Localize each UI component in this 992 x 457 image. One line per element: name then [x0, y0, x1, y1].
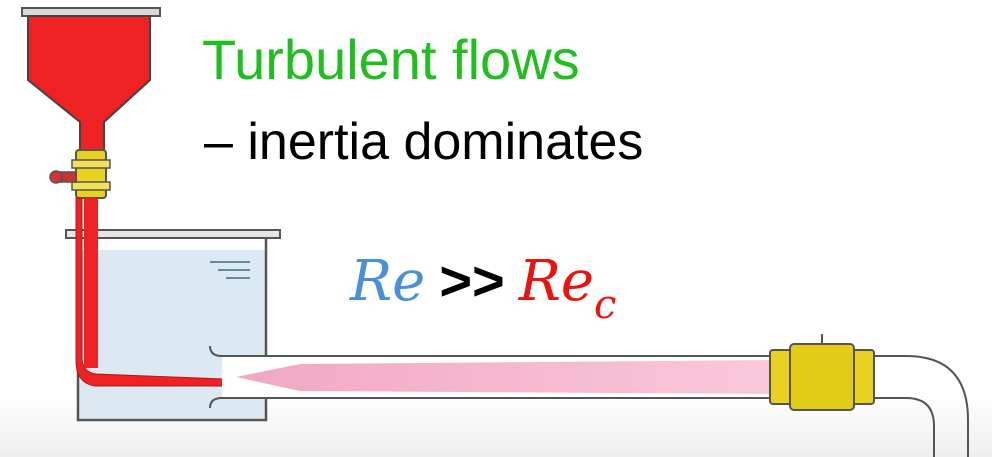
- much-greater-operator: >>: [439, 249, 505, 312]
- title: Turbulent flows: [202, 28, 580, 91]
- critical-reynolds-number: Re: [518, 249, 595, 314]
- dye-reservoir: [21, 7, 161, 151]
- critical-subscript: c: [594, 282, 617, 328]
- turbulent-jet: [236, 360, 780, 394]
- subtitle: – inertia dominates: [204, 113, 644, 171]
- reynolds-number: Re: [350, 249, 426, 314]
- reynolds-inequality: Re>>Rec: [350, 246, 616, 328]
- dye-valve: [49, 149, 111, 199]
- pipe-coupling: [769, 334, 875, 411]
- outlet-elbow: [874, 355, 969, 457]
- water-tank: [65, 229, 281, 422]
